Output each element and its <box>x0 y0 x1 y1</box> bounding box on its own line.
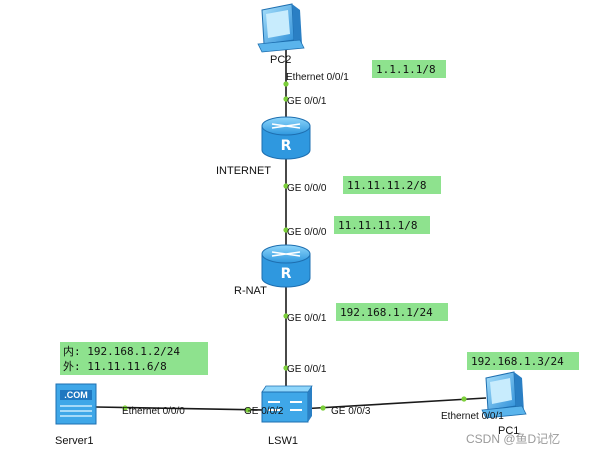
port-dot-internet-g000 <box>283 183 289 189</box>
port-dot-rnat-g001 <box>283 313 289 319</box>
port-dot-pc1 <box>461 396 467 402</box>
device-internet[interactable]: R INTERNET <box>216 116 311 177</box>
device-rnat[interactable]: R R-NAT <box>234 244 311 297</box>
pc-icon <box>257 3 305 53</box>
svg-text:R: R <box>281 138 292 154</box>
router-icon: R <box>261 116 311 160</box>
port-dot-lsw1-g001 <box>283 365 289 371</box>
port-label-lsw1-g003: GE 0/0/3 <box>331 406 371 417</box>
port-label-internet-g000: GE 0/0/0 <box>287 183 327 194</box>
port-dot-pc2 <box>283 81 289 87</box>
switch-icon <box>261 385 313 423</box>
svg-text:R: R <box>281 266 292 282</box>
port-label-lsw1-g001: GE 0/0/1 <box>287 364 327 375</box>
svg-text:192.168.1.1/24: 192.168.1.1/24 <box>340 306 433 319</box>
link-lsw1-pc1 <box>299 397 487 410</box>
port-label-pc1-eth: Ethernet 0/0/1 <box>441 411 504 422</box>
svg-text:11.11.11.1/8: 11.11.11.1/8 <box>338 219 417 232</box>
ip-labels: 1.1.1.1/8 11.11.11.2/8 11.11.11.1/8 192.… <box>60 60 579 375</box>
port-label-pc2-eth: Ethernet 0/0/1 <box>286 72 349 83</box>
device-lsw1[interactable]: LSW1 <box>261 385 313 447</box>
port-dot-rnat-g000 <box>283 227 289 233</box>
server-badge: .COM <box>64 390 88 400</box>
pc1-name: PC1 <box>498 425 519 437</box>
router-icon: R <box>261 244 311 288</box>
ip-label-pc1: 192.168.1.3/24 <box>467 352 579 370</box>
lsw1-name: LSW1 <box>268 435 298 447</box>
ip-label-rnat-g001: 192.168.1.1/24 <box>336 303 448 321</box>
internet-name: INTERNET <box>216 165 271 177</box>
watermark: CSDN @鱼D记忆 <box>466 432 560 446</box>
port-dots <box>122 81 467 413</box>
port-label-server1-eth: Ethernet 0/0/0 <box>122 406 185 417</box>
device-pc2[interactable]: PC2 <box>257 3 305 66</box>
pc-icon <box>481 371 527 419</box>
port-dot-internet-g001 <box>283 96 289 102</box>
port-label-lsw1-g002: GE 0/0/2 <box>244 406 284 417</box>
rnat-name: R-NAT <box>234 285 267 297</box>
svg-text:11.11.11.2/8: 11.11.11.2/8 <box>347 179 426 192</box>
ip-label-pc2: 1.1.1.1/8 <box>372 60 446 78</box>
port-label-rnat-g001: GE 0/0/1 <box>287 313 327 324</box>
svg-text:1.1.1.1/8: 1.1.1.1/8 <box>376 63 436 76</box>
device-pc1[interactable]: PC1 <box>481 371 527 437</box>
port-labels: Ethernet 0/0/1 GE 0/0/1 GE 0/0/0 GE 0/0/… <box>122 72 504 422</box>
ip-label-server1: 内: 192.168.1.2/24 外: 11.11.11.6/8 <box>60 342 208 375</box>
pc2-name: PC2 <box>270 54 291 66</box>
server-icon: .COM <box>55 383 97 425</box>
ip-label-server1-inner: 内: 192.168.1.2/24 <box>63 344 180 358</box>
svg-text:192.168.1.3/24: 192.168.1.3/24 <box>471 355 564 368</box>
port-label-internet-g001: GE 0/0/1 <box>287 96 327 107</box>
server1-name: Server1 <box>55 435 94 447</box>
port-dot-lsw1-g003 <box>320 405 326 411</box>
ip-label-server1-outer: 外: 11.11.11.6/8 <box>63 360 167 373</box>
ip-label-rnat-g000: 11.11.11.1/8 <box>334 216 430 234</box>
device-server1[interactable]: .COM Server1 <box>55 383 97 447</box>
ip-label-internet-g000: 11.11.11.2/8 <box>343 176 441 194</box>
port-label-rnat-g000: GE 0/0/0 <box>287 227 327 238</box>
port-dot-lsw1-g002 <box>245 407 251 413</box>
port-dot-server1 <box>122 405 128 411</box>
